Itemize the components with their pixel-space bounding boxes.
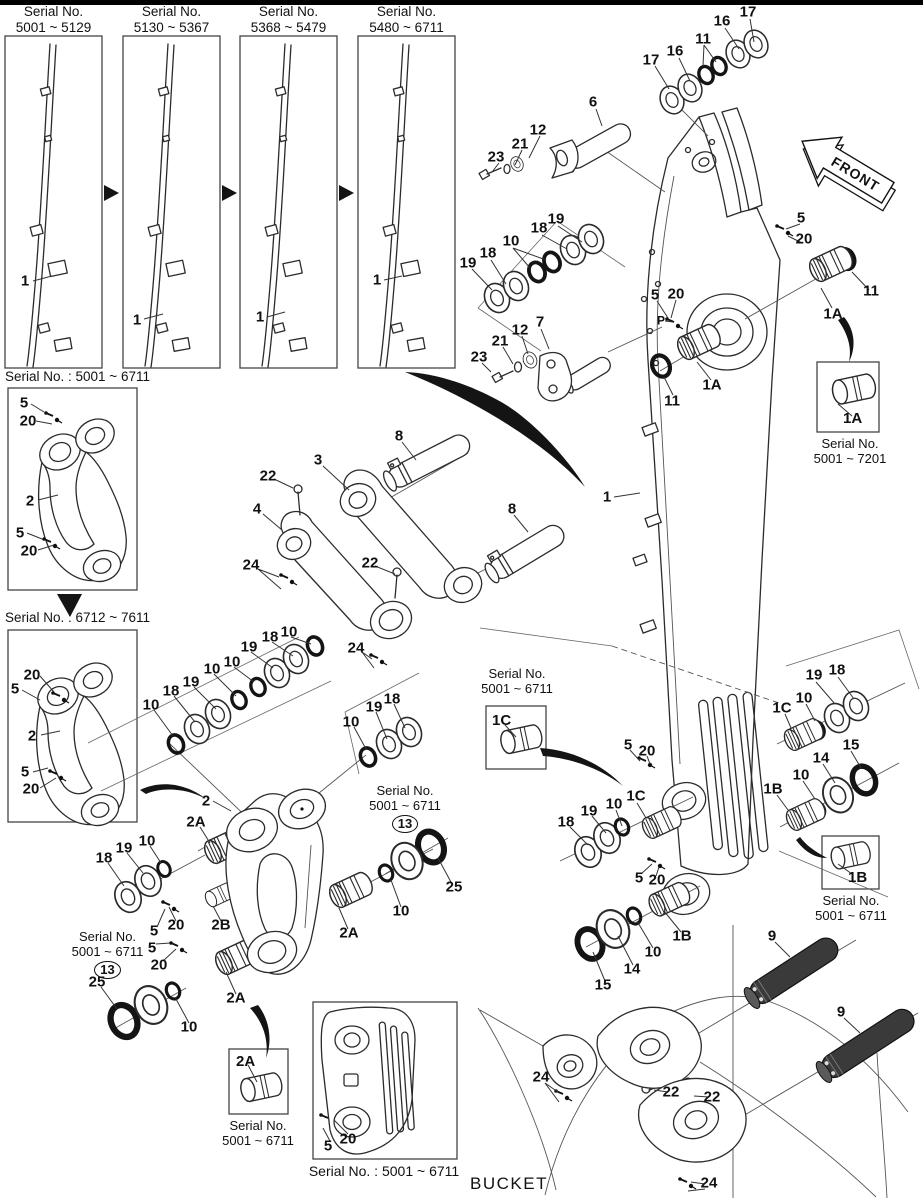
serial-panel-box-2 [122, 35, 221, 369]
boom-part-1 [632, 107, 781, 916]
front-arrow: FRONT [801, 136, 897, 212]
serial-panel-box-3 [239, 35, 338, 369]
inset-box-1c [485, 705, 547, 770]
top-bar [0, 0, 923, 5]
bracket-part-7 [537, 351, 573, 402]
serial-panel-box-4 [357, 35, 456, 369]
link-assembly-part-2 [225, 788, 327, 975]
pin-part-8 [484, 524, 565, 584]
arrow-right-icon [222, 185, 237, 201]
link-part-4 [276, 510, 413, 640]
inset-box-1a [816, 361, 880, 433]
arm-end-inset [320, 1006, 416, 1155]
bottom-arm-box [312, 1001, 458, 1160]
pin-part-8 [382, 434, 471, 492]
serial-panel-box-1 [4, 35, 103, 369]
link-box-6712 [7, 629, 138, 823]
pin-part-9 [815, 1008, 915, 1083]
pin-part-9 [743, 937, 839, 1009]
link-part-3 [339, 469, 483, 604]
arrow-down-icon [57, 594, 82, 617]
arrow-right-icon [104, 185, 119, 201]
arrow-right-icon [339, 185, 354, 201]
inset-box-1b [821, 835, 880, 890]
link-box-5001 [7, 387, 138, 591]
bolt-part-23 [478, 163, 523, 384]
bucket-outline [477, 925, 909, 1199]
inset-box-2a [228, 1048, 289, 1115]
